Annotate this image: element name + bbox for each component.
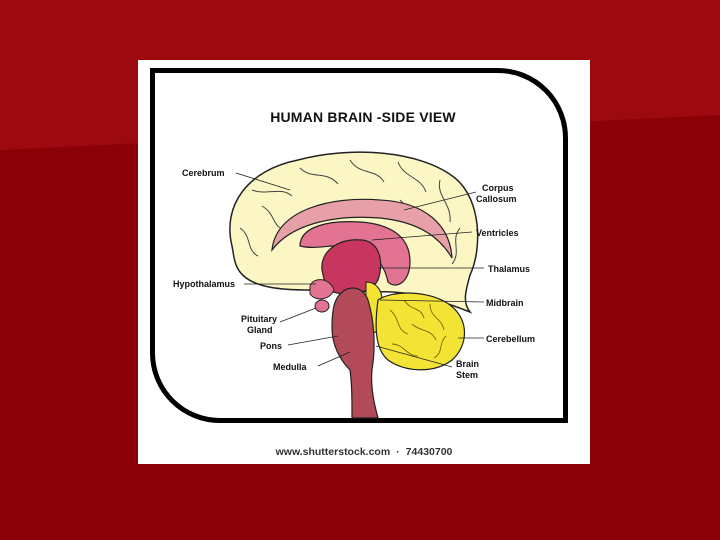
label-corpus-callosum-line2: Callosum xyxy=(476,194,517,204)
label-cerebellum: Cerebellum xyxy=(486,334,535,344)
credit-id: 74430700 xyxy=(406,446,453,458)
label-cerebrum: Cerebrum xyxy=(182,168,225,178)
pituitary-gland-shape xyxy=(315,300,329,312)
credit-site: www.shutterstock.com xyxy=(276,446,391,458)
label-hypothalamus: Hypothalamus xyxy=(173,279,235,289)
credit-separator: · xyxy=(396,446,400,458)
image-credit: www.shutterstock.com · 74430700 xyxy=(138,446,590,458)
label-corpus-callosum-line1: Corpus xyxy=(482,183,514,193)
label-thalamus: Thalamus xyxy=(488,264,530,274)
label-midbrain: Midbrain xyxy=(486,298,524,308)
label-brain-stem-line2: Stem xyxy=(456,370,478,380)
label-pituitary-line2: Gland xyxy=(247,325,273,335)
label-medulla: Medulla xyxy=(273,362,307,372)
label-pituitary-line1: Pituitary xyxy=(241,314,277,324)
label-pons: Pons xyxy=(260,341,282,351)
label-brain-stem-line1: Brain xyxy=(456,359,479,369)
label-ventricles: Ventricles xyxy=(476,228,519,238)
